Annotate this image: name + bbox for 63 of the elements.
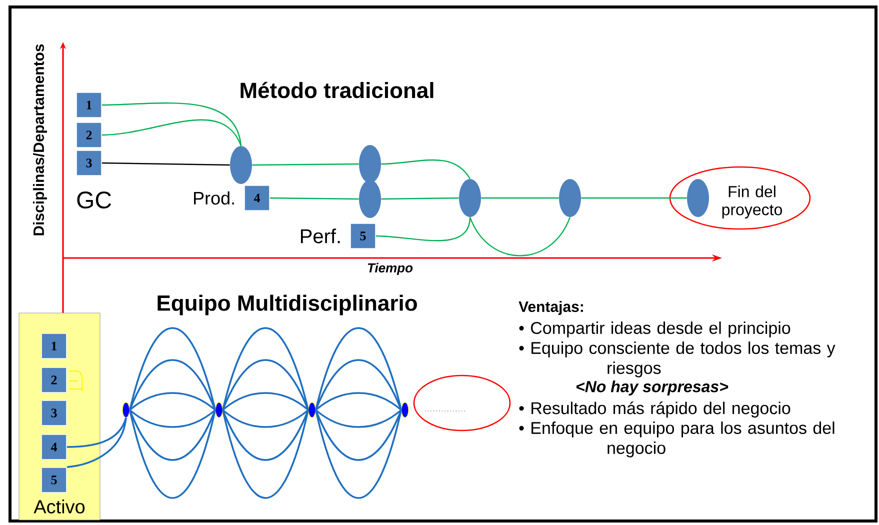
number-box: 4	[41, 434, 67, 460]
axis-label: Tiempo	[368, 262, 413, 276]
list-heading: Ventajas:	[518, 301, 583, 315]
milestone-ellipse	[230, 146, 252, 184]
connector	[222, 359, 310, 410]
connector	[376, 217, 471, 242]
lane-label: GC	[77, 192, 112, 208]
connector	[315, 392, 402, 411]
connector	[102, 102, 242, 146]
number-box: 1	[41, 333, 67, 359]
bullet-item: • Enfoque en equipo para los asuntos del negocio	[519, 422, 834, 458]
bullet-item: • Compartir ideas desde el principio	[519, 322, 790, 338]
milestone-ellipse	[359, 180, 381, 218]
connector	[481, 197, 559, 199]
axis-label: Disciplinas/Departamentos	[33, 44, 47, 236]
number-box: 5	[350, 223, 376, 249]
connector	[128, 410, 216, 461]
connector	[66, 418, 127, 448]
connector	[314, 410, 402, 461]
lane-label: Prod.	[194, 191, 234, 205]
connector	[128, 327, 216, 410]
connector	[66, 418, 127, 468]
connector	[381, 197, 459, 200]
connector	[128, 359, 216, 410]
connector	[581, 197, 687, 199]
connector	[128, 410, 216, 499]
connector	[102, 119, 242, 146]
connector	[222, 410, 310, 461]
connector	[314, 327, 402, 410]
bullet-item: • Equipo consciente de todos los temas y riesgos	[519, 342, 836, 378]
milestone-ellipse	[559, 179, 581, 217]
section-heading: Método tradicional	[240, 82, 434, 98]
connector	[222, 392, 309, 411]
milestone-ellipse	[359, 145, 381, 183]
junction-dot	[308, 402, 316, 418]
section-heading: Equipo Multidisciplinario	[158, 294, 417, 316]
number-box: 5	[41, 467, 67, 493]
junction-dot	[215, 402, 223, 418]
connector	[222, 410, 310, 499]
number-box: 2	[76, 122, 102, 148]
connector	[469, 216, 571, 256]
connector	[102, 162, 230, 166]
connector	[129, 392, 216, 411]
number-box: 3	[76, 150, 102, 176]
connector	[315, 409, 402, 428]
connector	[222, 327, 310, 410]
connector	[314, 410, 402, 499]
milestone-ellipse	[687, 179, 709, 217]
junction-dot	[401, 402, 409, 418]
milestone-ellipse	[459, 179, 481, 217]
note-text: <No hay sorpresas>	[576, 380, 728, 396]
connector	[129, 409, 216, 428]
lane-label: Perf.	[300, 228, 340, 244]
number-box: 2	[41, 367, 67, 393]
connector	[270, 197, 359, 200]
number-box: 4	[244, 185, 270, 211]
connector	[222, 409, 309, 428]
number-box: 3	[41, 400, 67, 426]
number-box: 1	[76, 92, 102, 118]
connector	[381, 159, 470, 180]
connector	[252, 163, 359, 166]
junction-dot	[122, 402, 130, 418]
connector	[314, 359, 402, 410]
